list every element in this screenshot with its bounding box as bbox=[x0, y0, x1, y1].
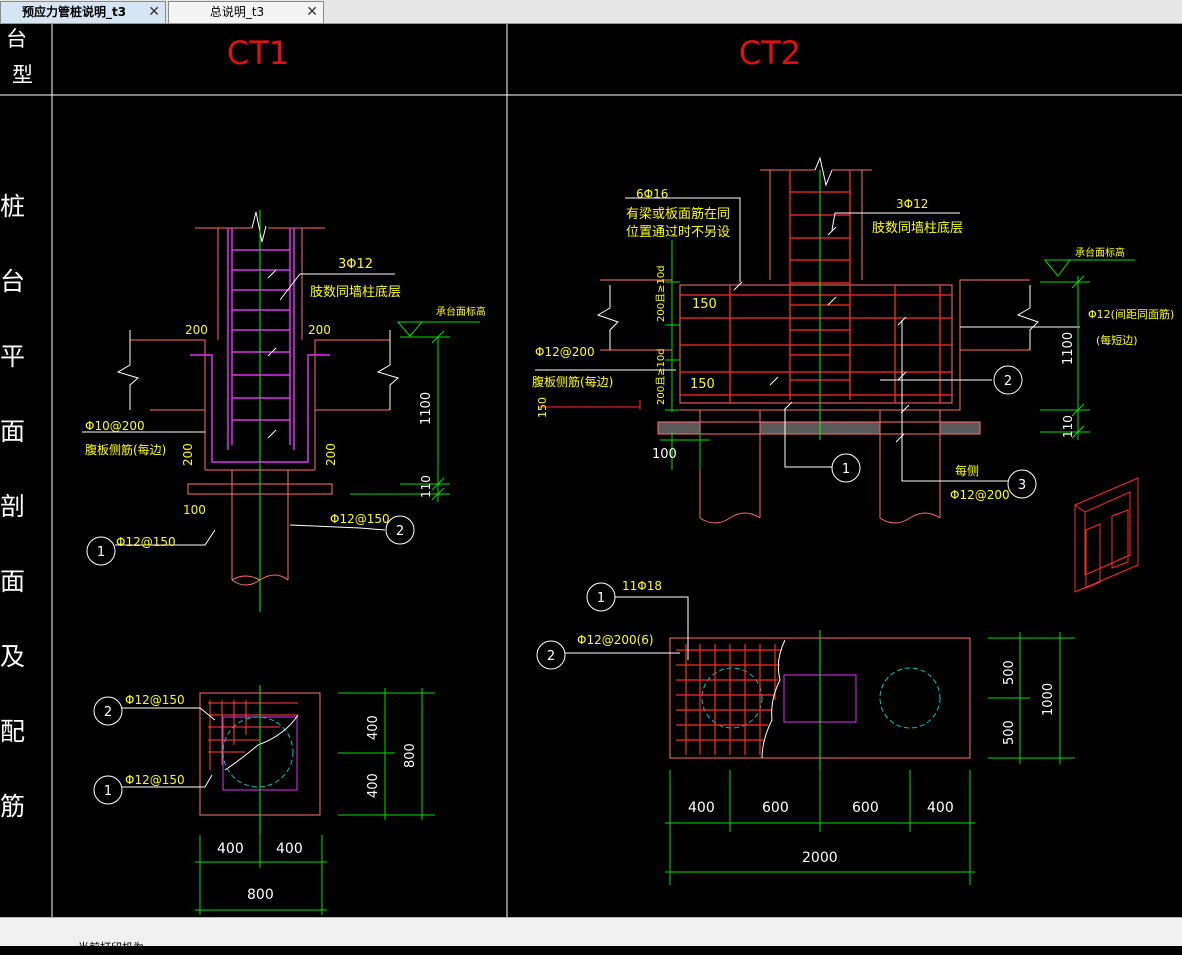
ct1-plan-400-h2: 400 bbox=[276, 841, 303, 857]
tab-general-notes[interactable]: 总说明_t3 ✕ bbox=[168, 1, 324, 23]
row-label-char: 面 bbox=[0, 567, 25, 596]
ct2-phi12-200: Φ12@200 bbox=[535, 345, 595, 359]
ct1-marker-1: 1 bbox=[97, 545, 105, 560]
ct1-col-note: 肢数同墙柱底层 bbox=[310, 284, 401, 300]
ct2-plan-phi12: Φ12@200(6) bbox=[577, 633, 654, 647]
ct1-plan-phi12-bot: Φ12@150 bbox=[125, 773, 185, 787]
row-label-char: 及 bbox=[0, 642, 25, 671]
ct1-cap-elev: 承台面标高 bbox=[436, 305, 486, 318]
ct1-plan-400-b: 400 bbox=[366, 773, 381, 798]
ct2-3phi12: 3Φ12 bbox=[896, 197, 928, 211]
ct2-plan: 11Φ18 Φ12@200(6) 1 2 500 500 1000 400 60… bbox=[536, 579, 1075, 885]
ct2-plan-11phi18: 11Φ18 bbox=[622, 579, 662, 593]
ct2-plan-600-r: 600 bbox=[852, 800, 879, 816]
ct1-phi12-a: Φ12@150 bbox=[116, 535, 176, 549]
ct2-150-a: 150 bbox=[692, 297, 717, 312]
ct2-cap-elev: 承台面标高 bbox=[1075, 246, 1125, 259]
ct1-plan-phi12-top: Φ12@150 bbox=[125, 693, 185, 707]
table-header-label: 台型 bbox=[6, 27, 33, 87]
tab-label: 总说明_t3 bbox=[209, 5, 265, 19]
ct2-plan-marker-2: 2 bbox=[547, 649, 555, 664]
ct1-plan: Φ12@150 Φ12@150 2 1 400 400 800 400 400 … bbox=[93, 685, 435, 915]
row-label-char: 平 bbox=[0, 342, 25, 371]
ct2-marker-1: 1 bbox=[842, 462, 850, 477]
ct2-1100: 1100 bbox=[1061, 332, 1076, 365]
row-label-char: 面 bbox=[0, 417, 25, 446]
ct1-plan-400-a: 400 bbox=[366, 715, 381, 740]
ct1-1100: 1100 bbox=[419, 392, 434, 425]
tab-label: 预应力管桩说明_t3 bbox=[21, 5, 127, 19]
ct1-section: 3Φ12 肢数同墙柱底层 200 200 Φ10@200 腹板侧筋(每边) 20… bbox=[82, 210, 486, 612]
ct2-200-d2: 200且≥10d bbox=[655, 348, 667, 405]
ct2-col-note: 肢数同墙柱底层 bbox=[872, 220, 963, 236]
ct1-marker-2: 2 bbox=[396, 524, 404, 539]
ct2-110: 110 bbox=[1061, 415, 1075, 438]
ct1-plan-800-h: 800 bbox=[247, 887, 274, 903]
ct1-200-right: 200 bbox=[308, 323, 331, 337]
ct1-200-vl: 200 bbox=[181, 443, 195, 466]
ct1-phi10: Φ10@200 bbox=[85, 419, 145, 433]
row-label-char: 桩 bbox=[0, 192, 25, 221]
ct2-marker-2: 2 bbox=[1004, 374, 1012, 389]
ct1-plan-400-h1: 400 bbox=[217, 841, 244, 857]
ct2-plan-marker-1: 1 bbox=[597, 591, 605, 606]
row-label-char: 筋 bbox=[0, 792, 25, 821]
row-label-char: 配 bbox=[0, 717, 25, 746]
ct2-plan-2000: 2000 bbox=[802, 850, 838, 866]
ct1-title: CT1 bbox=[227, 34, 289, 72]
ct1-plan-marker-2: 2 bbox=[104, 705, 112, 720]
ct2-section: 6Φ16 有梁或板面筋在同 位置通过时不另设 3Φ12 肢数同墙柱底层 150 … bbox=[532, 156, 1174, 593]
ct1-200-left: 200 bbox=[185, 323, 208, 337]
ct1-side-rebar: 腹板侧筋(每边) bbox=[85, 442, 166, 457]
ct2-title: CT2 bbox=[739, 34, 801, 72]
ct1-plan-marker-1: 1 bbox=[104, 784, 112, 799]
ct1-plan-800-v: 800 bbox=[403, 743, 418, 768]
ct2-plan-500-a: 500 bbox=[1002, 660, 1017, 685]
ct1-110: 110 bbox=[419, 475, 433, 498]
ct2-side-rebar: 腹板侧筋(每边) bbox=[532, 374, 613, 389]
ct1-100: 100 bbox=[183, 503, 206, 517]
ct1-200-vr: 200 bbox=[324, 443, 338, 466]
tab-bar: 预应力管桩说明_t3 ✕ 总说明_t3 ✕ bbox=[0, 0, 1182, 24]
table-frame bbox=[0, 24, 1182, 917]
status-text: 当前打印机为 bbox=[78, 941, 144, 954]
tab-pile-notes[interactable]: 预应力管桩说明_t3 ✕ bbox=[0, 1, 166, 23]
ct2-note-a2: 位置通过时不另设 bbox=[626, 225, 730, 240]
view-cube-icon[interactable] bbox=[1074, 477, 1139, 593]
ct2-plan-1000: 1000 bbox=[1041, 683, 1056, 716]
ct2-phi12-note2: (每短边) bbox=[1096, 333, 1138, 347]
ct2-6phi16: 6Φ16 bbox=[636, 187, 668, 201]
ct1-phi12-b: Φ12@150 bbox=[330, 512, 390, 526]
ct1-3phi12: 3Φ12 bbox=[338, 257, 373, 272]
header-label-char: 台 bbox=[6, 27, 27, 51]
ct2-plan-500-b: 500 bbox=[1002, 720, 1017, 745]
close-icon[interactable]: ✕ bbox=[148, 4, 160, 20]
ct2-phi12-200-b: Φ12@200 bbox=[950, 488, 1010, 502]
ct2-100: 100 bbox=[652, 447, 677, 462]
status-bar: 当前打印机为 bbox=[0, 917, 1182, 954]
ct2-phi12-note1: Φ12(间距同面筋) bbox=[1088, 307, 1174, 321]
ct2-200-d1: 200且≥10d bbox=[655, 265, 667, 322]
header-label-char: 型 bbox=[12, 63, 33, 87]
ct2-note-a1: 有梁或板面筋在同 bbox=[626, 206, 730, 222]
ct2-marker-3: 3 bbox=[1018, 478, 1026, 493]
row-label-char: 剖 bbox=[0, 492, 25, 521]
ct2-each-side: 每侧 bbox=[955, 463, 979, 478]
row-label-char: 台 bbox=[0, 267, 25, 296]
close-icon[interactable]: ✕ bbox=[306, 4, 318, 20]
ct2-plan-400-r: 400 bbox=[927, 800, 954, 816]
ct2-plan-600-l: 600 bbox=[762, 800, 789, 816]
ct2-150-b: 150 bbox=[690, 377, 715, 392]
ct2-150-red: 150 bbox=[536, 397, 549, 418]
ct2-plan-400-l: 400 bbox=[688, 800, 715, 816]
